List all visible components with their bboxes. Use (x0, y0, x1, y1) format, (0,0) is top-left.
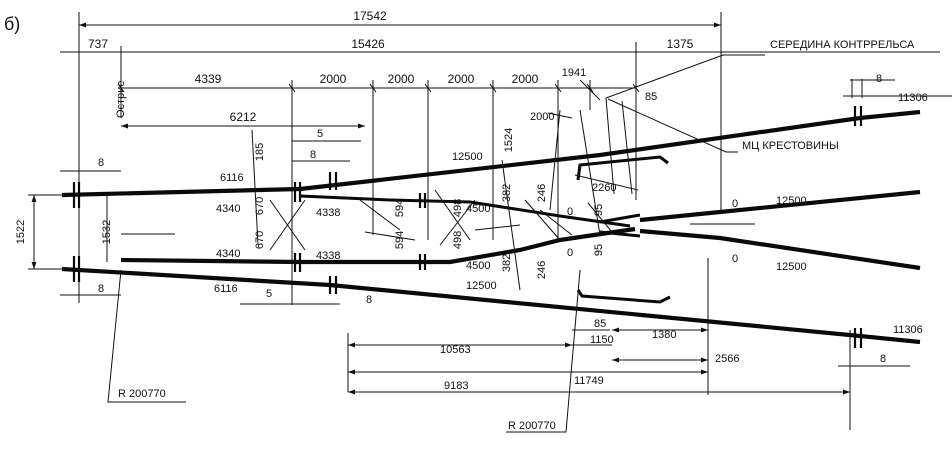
dim-4339: 4339 (195, 72, 222, 86)
dim-85-top: 85 (645, 91, 657, 103)
rail-joints (72, 106, 863, 348)
radius-left: R 200770 (118, 388, 166, 400)
dim-8-tr: 8 (876, 73, 882, 85)
dim-594-top: 594 (394, 199, 406, 217)
radius-leaders (107, 269, 581, 433)
dim-8-left-top: 8 (98, 157, 104, 169)
callout-leaders (605, 54, 765, 195)
dim-498-top: 498 (452, 199, 464, 217)
dim-2000-b: 2000 (388, 72, 415, 86)
callout-guard-rail-middle: СЕРЕДИНА КОНТРРЕЛЬСА (770, 39, 915, 51)
inner-leaders (251, 79, 952, 291)
dim-1375: 1375 (667, 37, 694, 51)
dim-1380: 1380 (652, 329, 676, 341)
dim-11306-br: 11306 (893, 324, 923, 336)
dim-15426: 15426 (351, 37, 385, 51)
dim-670-bot: 670 (254, 231, 266, 249)
dim-4340-top: 4340 (216, 203, 240, 215)
dim-0-right-top: 0 (732, 198, 738, 210)
dim-8-bot-inner: 8 (366, 294, 372, 306)
dim-4338-top: 4338 (316, 207, 340, 219)
dim-12500-mid: 12500 (452, 151, 483, 163)
dim-1532: 1532 (101, 220, 113, 244)
dim-85-bot: 85 (594, 318, 606, 330)
dim-2566: 2566 (715, 353, 739, 365)
dim-2000-d: 2000 (512, 72, 539, 86)
radius-right: R 200770 (508, 420, 556, 432)
dim-1150: 1150 (590, 334, 614, 346)
callout-frog-center: МЦ КРЕСТОВИНЫ (742, 140, 839, 152)
bottom-dimension-lines (240, 303, 910, 395)
dim-6116-top: 6116 (220, 172, 244, 184)
dim-670-top: 670 (254, 197, 266, 215)
dim-12500-r2: 12500 (776, 261, 807, 273)
dim-5-bot: 5 (266, 288, 272, 300)
dim-185: 185 (254, 143, 266, 161)
dim-8-top-inner: 8 (310, 149, 316, 161)
dim-0-b: 0 (567, 247, 573, 259)
dim-10563: 10563 (440, 344, 471, 356)
dim-737: 737 (88, 37, 108, 51)
dim-2000-c: 2000 (448, 72, 475, 86)
dim-95-a: 95 (593, 204, 605, 216)
dim-4500-bot: 4500 (466, 260, 490, 272)
dim-2000-diag: 2000 (530, 111, 554, 123)
rails (61, 109, 921, 345)
dim-5-top: 5 (317, 128, 323, 140)
dim-total: 17542 (353, 9, 387, 23)
dim-12500-r1: 12500 (776, 195, 807, 207)
dim-382-bot: 382 (501, 254, 513, 272)
dim-8-left-bot: 8 (98, 283, 104, 295)
figure-label: б) (4, 14, 20, 34)
dim-11749: 11749 (574, 375, 604, 387)
dim-9183: 9183 (444, 380, 468, 392)
dim-4340-bot: 4340 (216, 248, 240, 260)
dim-246-top: 246 (536, 184, 548, 202)
dim-2000-a: 2000 (320, 72, 347, 86)
dim-12500-top: 12500 (466, 280, 497, 292)
dim-6116-bot: 6116 (214, 283, 238, 295)
dim-6212: 6212 (230, 110, 257, 124)
dim-0-a: 0 (567, 206, 573, 218)
dim-8-br: 8 (880, 353, 886, 365)
top-dimension-lines (60, 22, 940, 162)
dim-594-bot: 594 (394, 231, 406, 249)
left-dimension-lines (28, 170, 175, 296)
dim-1522: 1522 (15, 220, 27, 244)
dim-95-b: 95 (593, 244, 605, 256)
dim-4338-bot: 4338 (316, 250, 340, 262)
dim-0-right-bot: 0 (732, 253, 738, 265)
dim-11306-tr: 11306 (898, 92, 928, 104)
dim-2260: 2260 (592, 182, 616, 194)
dim-4500-top: 4500 (466, 203, 490, 215)
dim-498-bot: 498 (452, 231, 464, 249)
dim-1524: 1524 (503, 128, 515, 152)
label-point: Острие (115, 81, 127, 118)
dim-1941: 1941 (562, 67, 586, 79)
dim-246-bot: 246 (536, 261, 548, 279)
